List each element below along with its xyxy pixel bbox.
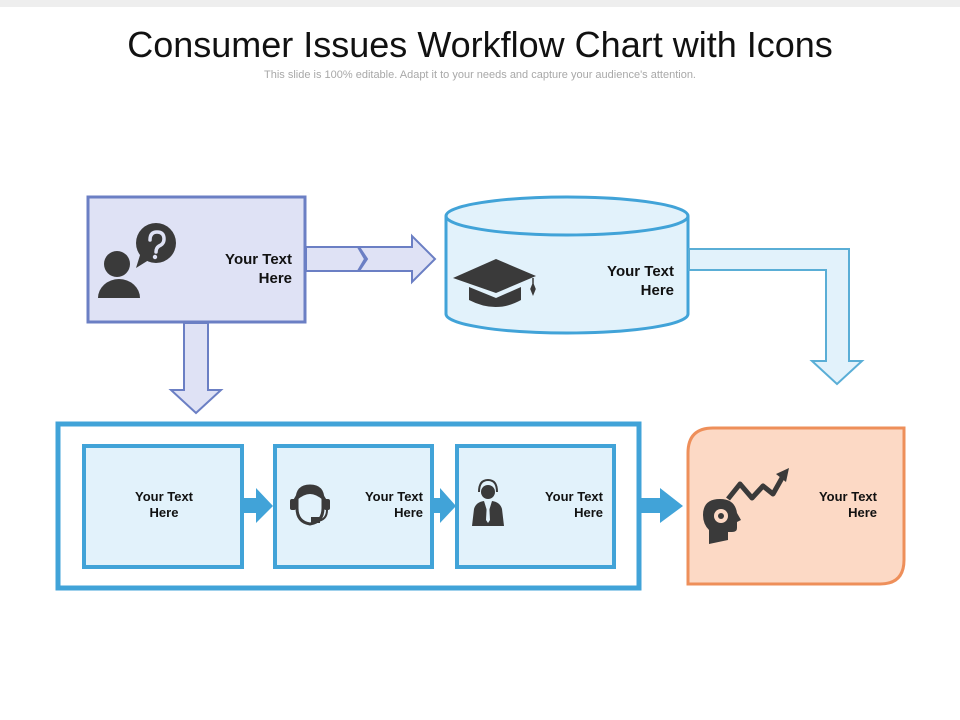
arrow-step2-to-step3: [433, 488, 456, 523]
slide-subtitle: This slide is 100% editable. Adapt it to…: [264, 69, 696, 81]
slide-title: Consumer Issues Workflow Chart with Icon…: [127, 24, 833, 65]
database-label-line2: Here: [640, 281, 674, 299]
result-label-line2: Here: [848, 505, 877, 521]
step-1-label-line2: Here: [149, 505, 179, 521]
step-1-box[interactable]: [82, 444, 244, 569]
arrow-start-to-database: [305, 233, 437, 285]
graduation-cap-icon: [453, 259, 536, 307]
step-3-label: Your Text Here: [510, 489, 603, 522]
person-question-icon: [98, 223, 176, 298]
step-3-box[interactable]: [455, 444, 616, 569]
step-2-label-line2: Here: [394, 505, 423, 521]
top-bar: [0, 0, 960, 7]
database-label: Your Text Here: [572, 263, 674, 301]
result-label-line1: Your Text: [818, 489, 877, 504]
start-label-line2: Here: [258, 269, 292, 287]
result-box[interactable]: [686, 426, 906, 586]
arrow-steps-to-result: [640, 488, 683, 523]
arrow-start-to-steps: [168, 322, 224, 415]
headset-icon: [290, 484, 330, 526]
step-2-label: Your Text Here: [330, 489, 423, 522]
mind-growth-icon: [703, 468, 789, 544]
start-label-line1: Your Text: [225, 251, 292, 268]
step-3-label-line1: Your Text: [544, 489, 603, 504]
step-1-label-line1: Your Text: [134, 489, 194, 504]
step-3-label-line2: Here: [574, 505, 603, 521]
database-label-line1: Your Text: [607, 263, 674, 280]
start-label: Your Text Here: [190, 251, 292, 289]
support-agent-icon: [472, 478, 504, 526]
step-1-label: Your Text Here: [94, 489, 234, 522]
result-label: Your Text Here: [784, 489, 877, 522]
arrow-step1-to-step2: [243, 488, 273, 523]
arrow-database-to-result: [688, 248, 865, 386]
step-2-label-line1: Your Text: [364, 489, 423, 504]
